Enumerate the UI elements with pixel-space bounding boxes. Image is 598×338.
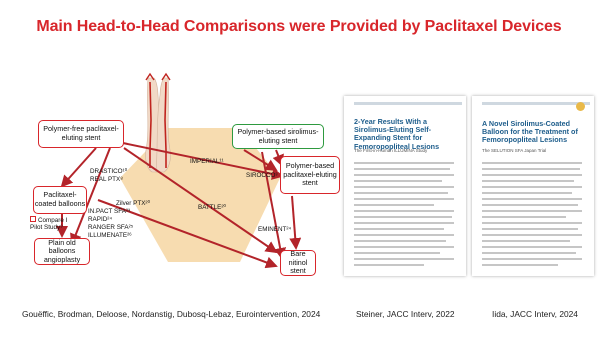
text-line [354,180,442,182]
text-line [482,186,582,188]
box-bare-nitinol-stent: Bare nitinol stent [280,249,316,276]
text-line [482,228,578,230]
text-line [482,264,558,266]
text-line [354,216,452,218]
text-line [482,252,576,254]
artery-top [145,72,171,81]
caption-iida: Iida, JACC Interv, 2024 [492,309,578,319]
label-battle: BATTLE²⁰ [198,204,226,211]
text-line [482,168,580,170]
text-line [482,240,570,242]
text-line [354,174,454,176]
text-line [354,240,446,242]
text-line [354,192,448,194]
text-line [482,204,578,206]
box-polymer-based-paclitaxel-stent: Polymer-based paclitaxel-eluting stent [280,156,340,194]
label-imperial: IMPERIAL¹¹ [190,158,224,165]
text-line [354,234,454,236]
text-line [482,180,574,182]
arrow-polyfree-plain [70,147,111,246]
paper-title: A Novel Sirolimus-Coated Balloon for the… [482,119,578,145]
label-eminent: EMINENT²⁴ [258,226,292,233]
caption-steiner: Steiner, JACC Interv, 2022 [356,309,455,319]
artery-red-2 [164,81,167,168]
text-line [482,216,566,218]
text-line [354,228,444,230]
label-in-pact-sfa: IN.PACT SFA²³ [88,208,131,215]
text-line [482,192,572,194]
text-line [354,186,454,188]
label-illumenate: ILLUMENATE²⁶ [88,232,132,239]
text-line [354,210,454,212]
text-line [354,198,454,200]
text-line [482,234,582,236]
box-polymer-free-paclitaxel-stent: Polymer-free paclitaxel-eluting stent [38,120,124,148]
label-real-ptx: REAL PTX⁸ [90,176,123,183]
artery-red [149,81,152,168]
box-plain-old-balloon-angioplasty: Plain old balloons angioplasty [34,238,90,265]
paper-thumbnail-iida: A Novel Sirolimus-Coated Balloon for the… [472,96,594,276]
text-line [354,222,454,224]
journal-header [482,102,590,105]
paper-title: 2-Year Results With a Sirolimus-Eluting … [354,117,440,151]
compare-checkbox-icon [30,216,36,222]
paper-subtitle: The First-in-Human ILLUMINA Study [354,148,428,153]
label-drastico: DRASTICO¹⁰ [90,168,128,175]
text-line [482,198,582,200]
box-paclitaxel-coated-balloons: Paclitaxel-coated balloons [33,186,87,214]
text-line [482,162,582,164]
arrow-polyfree-pacli [117,141,284,180]
arrow-pacli-nitinol [289,195,302,250]
text-line [482,258,582,260]
label-compare-text: Compare I Pilot Study⁹ [30,217,68,231]
arrow-polyfree-balloons [60,147,97,188]
text-line [482,174,582,176]
arrow-balloons-nitinol [97,199,278,269]
text-line [354,168,450,170]
label-sirocco: SIROCCO³ [246,172,278,179]
text-line [354,264,424,266]
journal-header [354,102,462,105]
caption-goueffic: Gouëffic, Brodman, Deloose, Nordanstig, … [22,309,321,319]
text-line [482,210,582,212]
slide-title: Main Head-to-Head Comparisons were Provi… [36,18,562,35]
label-compare: Compare I Pilot Study⁹ [30,216,80,231]
box-polymer-based-sirolimus-stent: Polymer-based sirolimus-eluting stent [232,124,324,149]
arrow-polyfree-nitinol [123,147,278,254]
text-line [354,252,440,254]
text-line [482,246,582,248]
text-line [354,258,454,260]
badge-icon [576,102,585,111]
paper-thumbnail-steiner: 2-Year Results With a Sirolimus-Eluting … [344,96,466,276]
text-line [354,204,434,206]
paper-subtitle: The SELUTION SFA Japan Trial [482,148,547,153]
arrow-imperial [243,149,278,172]
label-rapid: RAPID²⁴ [88,216,113,223]
label-zilver-ptx: Zilver PTX²⁰ [116,200,151,207]
text-line [482,222,582,224]
text-line [354,162,454,164]
text-line [354,246,454,248]
label-ranger-sfa: RANGER SFA²⁵ [88,224,134,231]
